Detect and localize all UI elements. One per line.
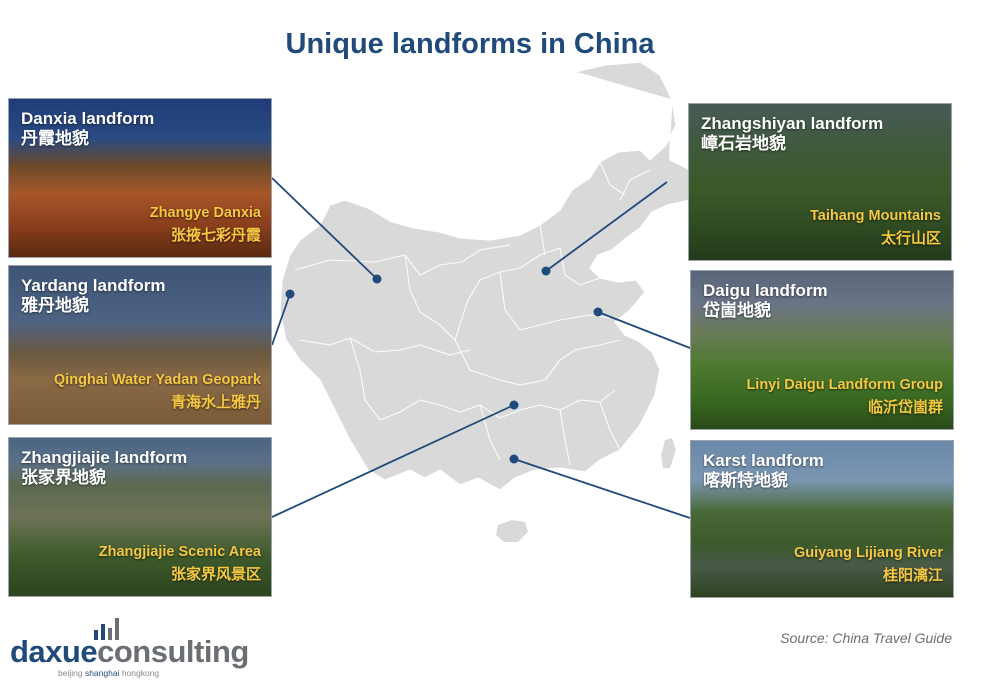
- photo-zhangjiajie: [9, 438, 271, 596]
- location-name-zh: 太行山区: [880, 229, 941, 247]
- card-karst: Karst landform 喀斯特地貌 Guiyang Lijiang Riv…: [690, 440, 954, 598]
- marker-daigu: [593, 307, 603, 317]
- landform-name-zh: 丹霞地貌: [21, 129, 89, 149]
- marker-danxia: [372, 274, 382, 284]
- marker-karst: [509, 454, 519, 464]
- connector-zhangjiajie: [271, 404, 515, 518]
- logo-tagline: beijing shanghai hongkong: [58, 668, 160, 678]
- photo-danxia: [9, 99, 271, 257]
- landform-name-zh: 喀斯特地貌: [703, 471, 788, 491]
- daxue-consulting-logo: daxueconsulting beijing shanghai hongkon…: [10, 618, 260, 678]
- photo-karst: [691, 441, 953, 597]
- connector-zhangshiyan: [545, 181, 668, 272]
- card-zhangjiajie: Zhangjiajie landform 张家界地貌 Zhangjiajie S…: [8, 437, 272, 597]
- logo-wordmark: daxueconsulting: [10, 634, 249, 669]
- location-name-zh: 张掖七彩丹霞: [170, 226, 261, 244]
- page-title: Unique landforms in China: [285, 28, 655, 60]
- marker-zhangshiyan: [541, 266, 551, 276]
- landform-name-en: Zhangshiyan landform: [701, 114, 884, 133]
- marker-yardang: [285, 289, 295, 299]
- location-name-en: Taihang Mountains: [809, 208, 941, 224]
- landform-name-en: Zhangjiajie landform: [21, 448, 188, 467]
- photo-zhangshiyan: [689, 104, 951, 260]
- location-name-en: Linyi Daigu Landform Group: [746, 377, 943, 393]
- landform-name-zh: 嶂石岩地貌: [701, 134, 786, 154]
- landform-name-en: Danxia landform: [21, 109, 155, 128]
- location-markers: [285, 266, 603, 464]
- connector-lines: [271, 177, 691, 519]
- landform-name-zh: 岱崮地貌: [703, 301, 771, 321]
- card-daigu: Daigu landform 岱崮地貌 Linyi Daigu Landform…: [690, 270, 954, 430]
- bar-chart-icon: [94, 618, 119, 640]
- location-name-zh: 桂阳漓江: [882, 566, 943, 584]
- connector-yardang: [271, 293, 291, 346]
- card-zhangshiyan: Zhangshiyan landform 嶂石岩地貌 Taihang Mount…: [688, 103, 952, 261]
- location-name-en: Zhangjiajie Scenic Area: [98, 544, 261, 560]
- hainan-island: [496, 520, 528, 542]
- location-name-en: Guiyang Lijiang River: [793, 545, 943, 561]
- marker-zhangjiajie: [509, 400, 519, 410]
- landform-name-zh: 张家界地貌: [21, 468, 106, 488]
- location-name-zh: 青海水上雅丹: [170, 393, 261, 411]
- connector-karst: [513, 458, 691, 519]
- landform-name-en: Yardang landform: [21, 276, 166, 295]
- source-note: Source: China Travel Guide: [780, 630, 952, 646]
- location-name-en: Zhangye Danxia: [149, 205, 261, 221]
- location-name-zh: 临沂岱崮群: [867, 398, 943, 416]
- photo-daigu: [691, 271, 953, 429]
- taiwan-island: [661, 438, 676, 468]
- location-name-en: Qinghai Water Yadan Geopark: [53, 372, 261, 388]
- province-borders: [294, 161, 651, 466]
- connector-danxia: [271, 177, 378, 280]
- card-yardang: Yardang landform 雅丹地貌 Qinghai Water Yada…: [8, 265, 272, 425]
- landform-name-en: Daigu landform: [703, 281, 828, 300]
- location-name-zh: 张家界风景区: [170, 565, 261, 583]
- connector-daigu: [597, 311, 691, 349]
- landform-name-en: Karst landform: [703, 451, 824, 470]
- landform-name-zh: 雅丹地貌: [21, 296, 89, 316]
- card-danxia: Danxia landform 丹霞地貌 Zhangye Danxia 张掖七彩…: [8, 98, 272, 258]
- photo-yardang: [9, 266, 271, 424]
